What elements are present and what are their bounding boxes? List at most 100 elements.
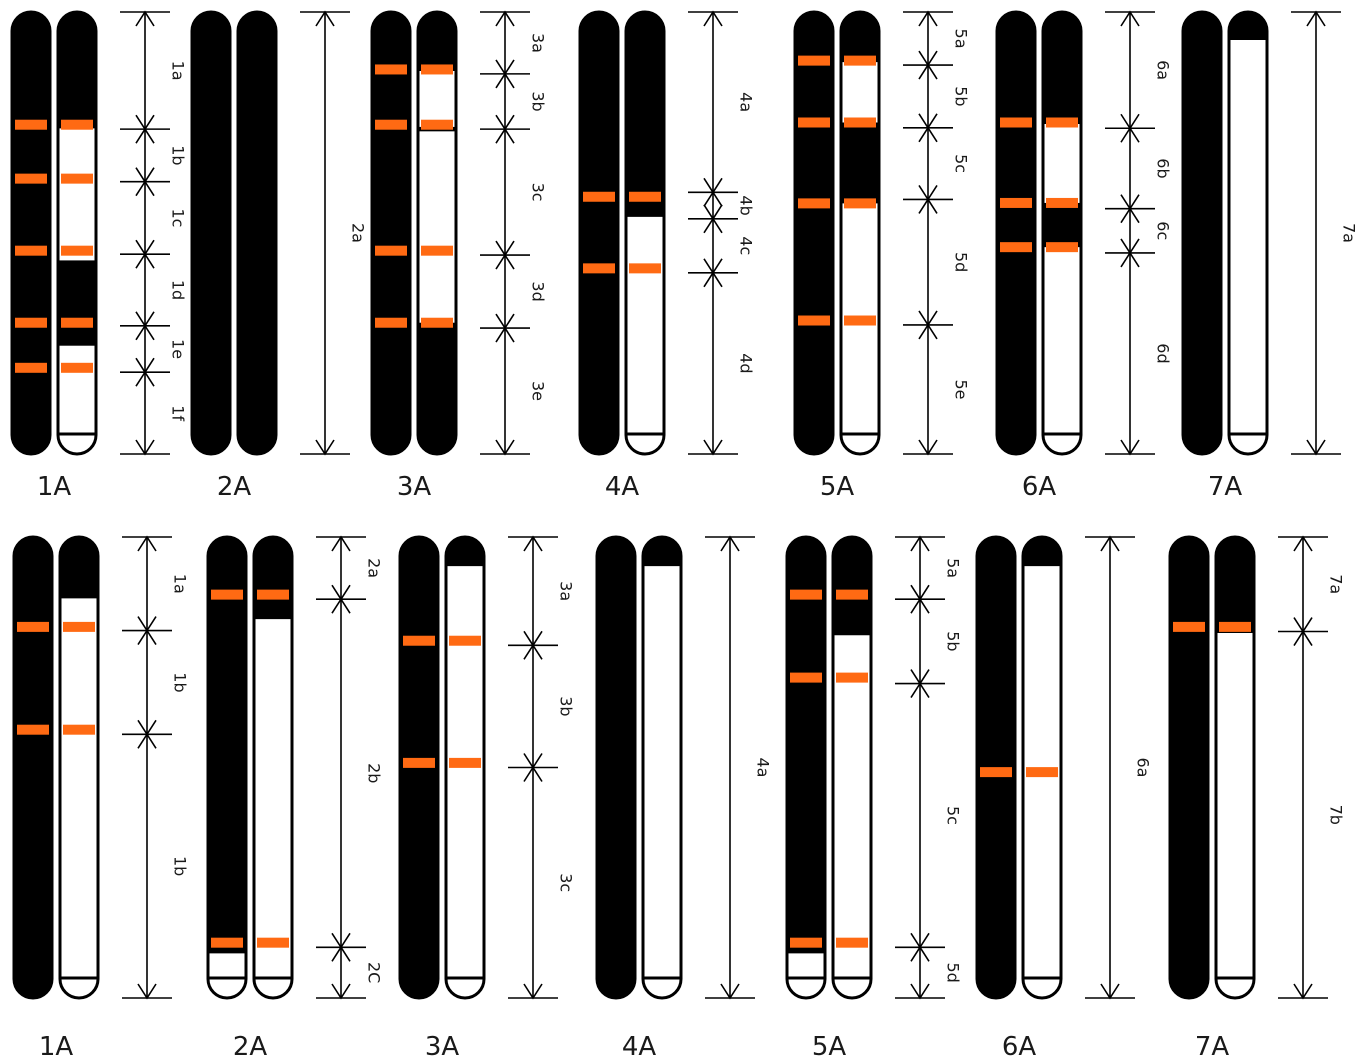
segment-label: 6a <box>1134 758 1153 778</box>
chromosome-label: 6A <box>1022 472 1057 502</box>
segment-label: 7a <box>1340 223 1356 243</box>
segment-label: 4b <box>737 195 756 215</box>
chromatin-arm <box>787 537 825 998</box>
chromosome-left <box>400 537 438 998</box>
orange-band-marker <box>1000 198 1032 208</box>
chromosome-pair-1a: 1a1b1b1A <box>14 537 190 1060</box>
chromosome-label: 2A <box>217 472 252 502</box>
orange-band-marker <box>583 263 615 273</box>
orange-band-marker <box>980 767 1012 777</box>
chromosome-left <box>12 12 50 454</box>
unlabelled-segment <box>445 565 485 1000</box>
chromosome-pair-2a: 2a2A <box>192 12 368 502</box>
orange-band-marker <box>798 198 830 208</box>
chromosome-left <box>580 12 618 454</box>
orange-band-marker <box>1000 118 1032 128</box>
chromosome-left <box>1183 12 1221 454</box>
orange-band-marker <box>257 590 289 600</box>
segment-label: 1b <box>169 145 188 165</box>
orange-band-marker <box>449 758 481 768</box>
chromosome-label: 3A <box>425 1032 460 1060</box>
segment-label: 5c <box>952 154 971 173</box>
orange-band-marker <box>421 246 453 256</box>
segment-dimension-lines: 2a2b2C <box>316 537 384 998</box>
chromosome-label: 5A <box>812 1032 847 1060</box>
chromosome-left <box>786 537 826 1000</box>
chromatin-block <box>1043 203 1081 247</box>
orange-band-marker <box>375 64 407 74</box>
segment-label: 5a <box>944 558 963 578</box>
orange-band-marker <box>15 174 47 184</box>
chromosome-left <box>977 537 1015 998</box>
chromosome-pair-7a: 7a7A <box>1183 12 1356 502</box>
segment-label: 1b <box>171 672 190 692</box>
chromatin-arm <box>12 12 50 454</box>
chromosome-right <box>832 537 872 1000</box>
segment-dimension-lines: 7a <box>1291 12 1356 454</box>
chromosome-left <box>597 537 635 998</box>
chromatin-arm <box>372 12 410 454</box>
segment-dimension-lines: 3a3b3c3d3e <box>480 12 548 454</box>
orange-band-marker <box>1026 767 1058 777</box>
orange-band-marker <box>61 363 93 373</box>
segment-label: 5b <box>944 631 963 651</box>
orange-band-marker <box>63 725 95 735</box>
orange-band-marker <box>421 64 453 74</box>
chromosome-right <box>417 12 457 456</box>
unlabelled-segment <box>1022 565 1062 1000</box>
chromatin-arm <box>795 12 833 454</box>
chromatin-arm <box>597 537 635 998</box>
orange-band-marker <box>798 56 830 66</box>
chromosome-pair-6a: 6a6A <box>977 537 1153 1060</box>
orange-band-marker <box>798 316 830 326</box>
orange-band-marker <box>790 590 822 600</box>
orange-band-marker <box>375 246 407 256</box>
chromatin-arm <box>14 537 52 998</box>
chromatin-arm <box>238 12 276 454</box>
orange-band-marker <box>836 590 868 600</box>
segment-label: 3d <box>529 281 548 301</box>
orange-band-marker <box>375 120 407 130</box>
orange-band-marker <box>1046 118 1078 128</box>
chromosome-label: 3A <box>397 472 432 502</box>
chromatin-arm <box>208 537 246 998</box>
orange-band-marker <box>63 622 95 632</box>
segment-label: 1e <box>169 339 188 359</box>
segment-dimension-lines: 4a <box>705 537 773 998</box>
chromosome-left <box>14 537 52 998</box>
segment-dimension-lines: 6a <box>1085 537 1153 998</box>
orange-band-marker <box>1173 622 1205 632</box>
chromosome-label: 5A <box>820 472 855 502</box>
segment-label: 3a <box>529 33 548 53</box>
chromosome-left <box>1170 537 1208 998</box>
orange-band-marker <box>421 318 453 328</box>
orange-band-marker <box>449 636 481 646</box>
segment-label: 3c <box>529 183 548 202</box>
chromosome-label: 4A <box>605 472 640 502</box>
segment-label: 6a <box>1154 60 1173 80</box>
chromosome-right <box>840 12 880 456</box>
orange-band-marker <box>375 318 407 328</box>
chromatin-arm <box>192 12 230 454</box>
orange-band-marker <box>15 120 47 130</box>
segment-label: 1d <box>169 280 188 300</box>
chromosome-pair-2a: 2a2b2C2A <box>207 537 384 1060</box>
chromosome-pair-3a: 3a3b3c3d3e3A <box>372 12 548 502</box>
chromatin-arm <box>997 12 1035 454</box>
segment-label: 5b <box>952 86 971 106</box>
orange-band-marker <box>61 318 93 328</box>
chromosome-pair-7a: 7a7b7A <box>1170 537 1346 1060</box>
segment-label: 6d <box>1154 343 1173 363</box>
chromosome-left <box>192 12 230 454</box>
segment-label: 3c <box>557 873 576 892</box>
orange-band-marker <box>211 590 243 600</box>
unlabelled-segment <box>59 597 99 1000</box>
chromosome-left <box>372 12 410 454</box>
chromosome-right <box>625 12 665 456</box>
orange-band-marker <box>211 938 243 948</box>
segment-label: 1c <box>169 208 188 227</box>
